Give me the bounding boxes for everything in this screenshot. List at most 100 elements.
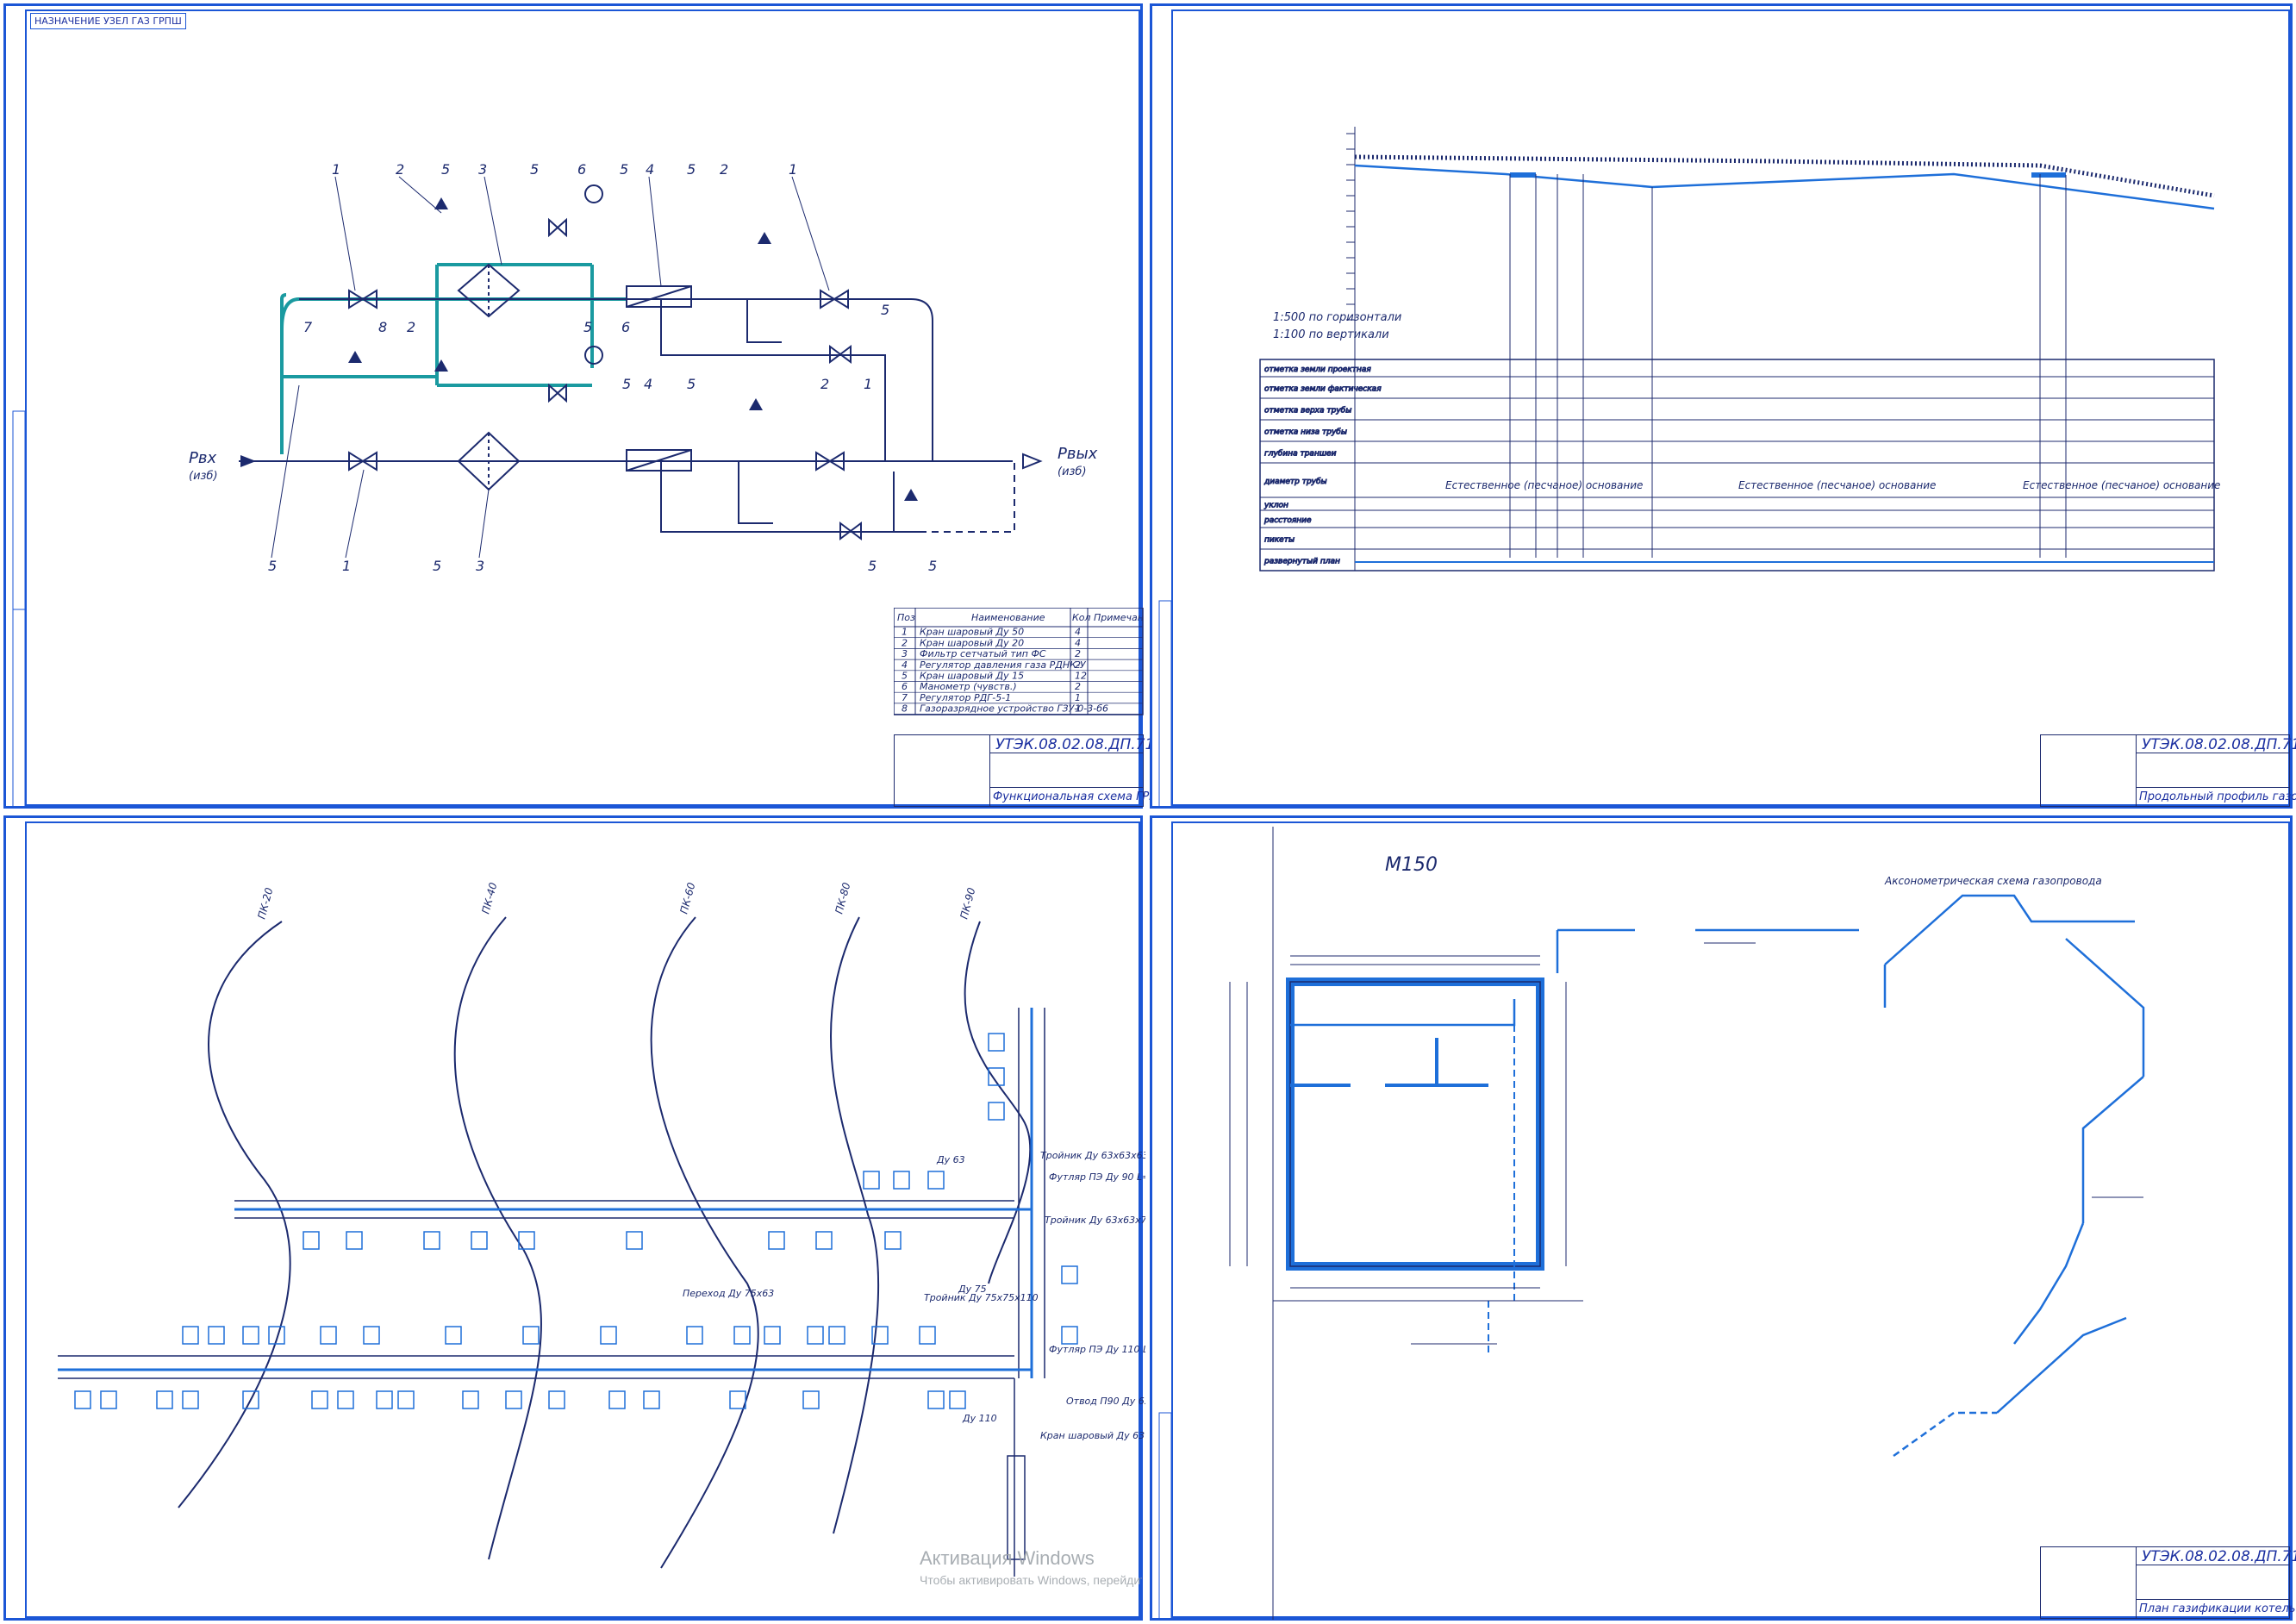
house-marker <box>376 1390 393 1409</box>
functional-scheme-drawing: Pвх (изб) Pвых (изб) <box>12 161 1098 809</box>
sheet-top-tag: НАЗНАЧЕНИЕ УЗЕЛ ГАЗ ГРПШ <box>30 13 186 29</box>
house-marker <box>518 1231 535 1250</box>
profile-row-label: развернутый план <box>1263 558 1340 566</box>
house-marker <box>927 1171 945 1190</box>
svg-text:5: 5 <box>620 161 628 178</box>
house-marker <box>643 1390 660 1409</box>
legend-qty: 12 <box>1075 671 1087 682</box>
svg-text:2: 2 <box>820 376 829 392</box>
house-marker <box>74 1390 91 1409</box>
house-marker <box>863 1171 880 1190</box>
house-marker <box>600 1326 617 1345</box>
boiler-plan-drawing <box>1158 827 2145 1621</box>
profile-scale-vertical: 1:100 по вертикали <box>1273 328 1389 341</box>
title-block-code: УТЭК.08.02.08.ДП.71.00.000 ГСН <box>2142 736 2296 753</box>
house-marker <box>768 1231 785 1250</box>
legend-qty: 1 <box>1075 703 1081 715</box>
os-watermark-subtitle: Чтобы активировать Windows, перейдите в … <box>920 1573 1142 1587</box>
legend-name: Регулятор РДГ-5-1 <box>920 692 1011 703</box>
house-marker <box>242 1390 259 1409</box>
svg-text:5: 5 <box>868 558 877 574</box>
house-marker <box>363 1326 380 1345</box>
house-marker <box>242 1326 259 1345</box>
legend-name: Кран шаровый Ду 20 <box>920 637 1024 648</box>
profile-segment-1: Естественное (песчаное) основание <box>1445 479 1643 491</box>
profile-row-label: отметка низа трубы <box>1264 428 1347 437</box>
sheet-inner-frame <box>25 821 1140 1618</box>
svg-text:5: 5 <box>881 302 889 318</box>
axonometric-title: Аксонометрическая схема газопровода <box>1885 875 2102 887</box>
svg-text:2: 2 <box>396 161 404 178</box>
house-marker <box>337 1390 354 1409</box>
outlet-label: Pвых <box>1058 445 1098 463</box>
sheet-inner-frame <box>1171 9 2290 806</box>
plan-callout: Футляр ПЭ Ду 90 L=6 м <box>1049 1171 1145 1183</box>
svg-text:5: 5 <box>268 558 277 574</box>
house-marker <box>893 1171 910 1190</box>
house-marker <box>807 1326 824 1345</box>
house-marker <box>471 1231 488 1250</box>
street-label: ПК-60 <box>677 881 697 915</box>
house-marker <box>919 1326 936 1345</box>
os-watermark-title: Активация Windows <box>920 1547 1095 1569</box>
legend-pos: 4 <box>902 659 908 671</box>
house-marker <box>988 1102 1005 1121</box>
profile-row-label: диаметр трубы <box>1263 478 1327 486</box>
house-marker <box>1061 1265 1078 1284</box>
legend-name: Регулятор давления газа РДНК-У <box>920 659 1087 671</box>
legend-name: Газоразрядное устройство ГЗУ-0-3-б6 <box>920 703 1108 715</box>
legend-header-note: Примечание <box>1094 612 1144 623</box>
house-marker <box>156 1390 173 1409</box>
legend-header-qty: Кол <box>1072 612 1091 623</box>
house-marker <box>346 1231 363 1250</box>
legend-pos: 5 <box>902 671 908 682</box>
house-marker <box>988 1067 1005 1086</box>
inlet-units: (изб) <box>189 470 218 483</box>
svg-text:3: 3 <box>476 558 484 574</box>
house-marker <box>100 1390 117 1409</box>
house-marker <box>522 1326 540 1345</box>
svg-text:5: 5 <box>433 558 441 574</box>
svg-text:6: 6 <box>577 161 586 178</box>
title-block-subtitle: Функциональная схема ГРП-А-А <box>993 790 1182 803</box>
plan-callout: Тройник Ду 75х75х110 <box>924 1292 1039 1303</box>
sheet-inner-frame <box>1171 821 2290 1618</box>
svg-text:5: 5 <box>687 161 696 178</box>
svg-text:3: 3 <box>478 161 487 178</box>
plan-callout: Футляр ПЭ Ду 110 L=8 м <box>1049 1344 1145 1355</box>
profile-row-label: глубина траншеи <box>1264 450 1337 459</box>
profile-row-label: отметка верха трубы <box>1264 407 1351 415</box>
plan-callout: Отвод П90 Ду 63 <box>1066 1396 1145 1407</box>
legend-pos: 7 <box>902 692 908 703</box>
profile-row-label: отметка земли фактическая <box>1264 385 1382 394</box>
title-block-subtitle: Продольный профиль газопровода <box>2139 790 2296 803</box>
svg-text:4: 4 <box>646 161 654 178</box>
legend-pos: 8 <box>902 703 908 715</box>
house-marker <box>949 1390 966 1409</box>
profile-segment-3: Естественное (песчаное) основание <box>2023 479 2220 491</box>
house-marker <box>927 1390 945 1409</box>
house-marker <box>445 1326 462 1345</box>
legend-pos: 1 <box>902 627 908 638</box>
legend-pos: 6 <box>902 681 908 692</box>
sheet-inner-frame <box>25 9 1140 806</box>
house-marker <box>462 1390 479 1409</box>
legend-qty: 2 <box>1075 648 1081 659</box>
svg-text:7: 7 <box>303 319 313 335</box>
house-marker <box>182 1390 199 1409</box>
svg-text:1: 1 <box>342 558 351 574</box>
plan-callout: Ду 75 <box>958 1284 987 1295</box>
svg-text:8: 8 <box>378 319 387 335</box>
legend-qty: 4 <box>1075 627 1081 638</box>
legend-qty: 2 <box>1075 681 1081 692</box>
house-marker <box>733 1326 751 1345</box>
svg-text:5: 5 <box>530 161 539 178</box>
street-label: ПК-80 <box>833 881 852 915</box>
profile-row-label: уклон <box>1263 502 1288 510</box>
house-marker <box>311 1390 328 1409</box>
legend-header-name: Наименование <box>971 612 1045 623</box>
